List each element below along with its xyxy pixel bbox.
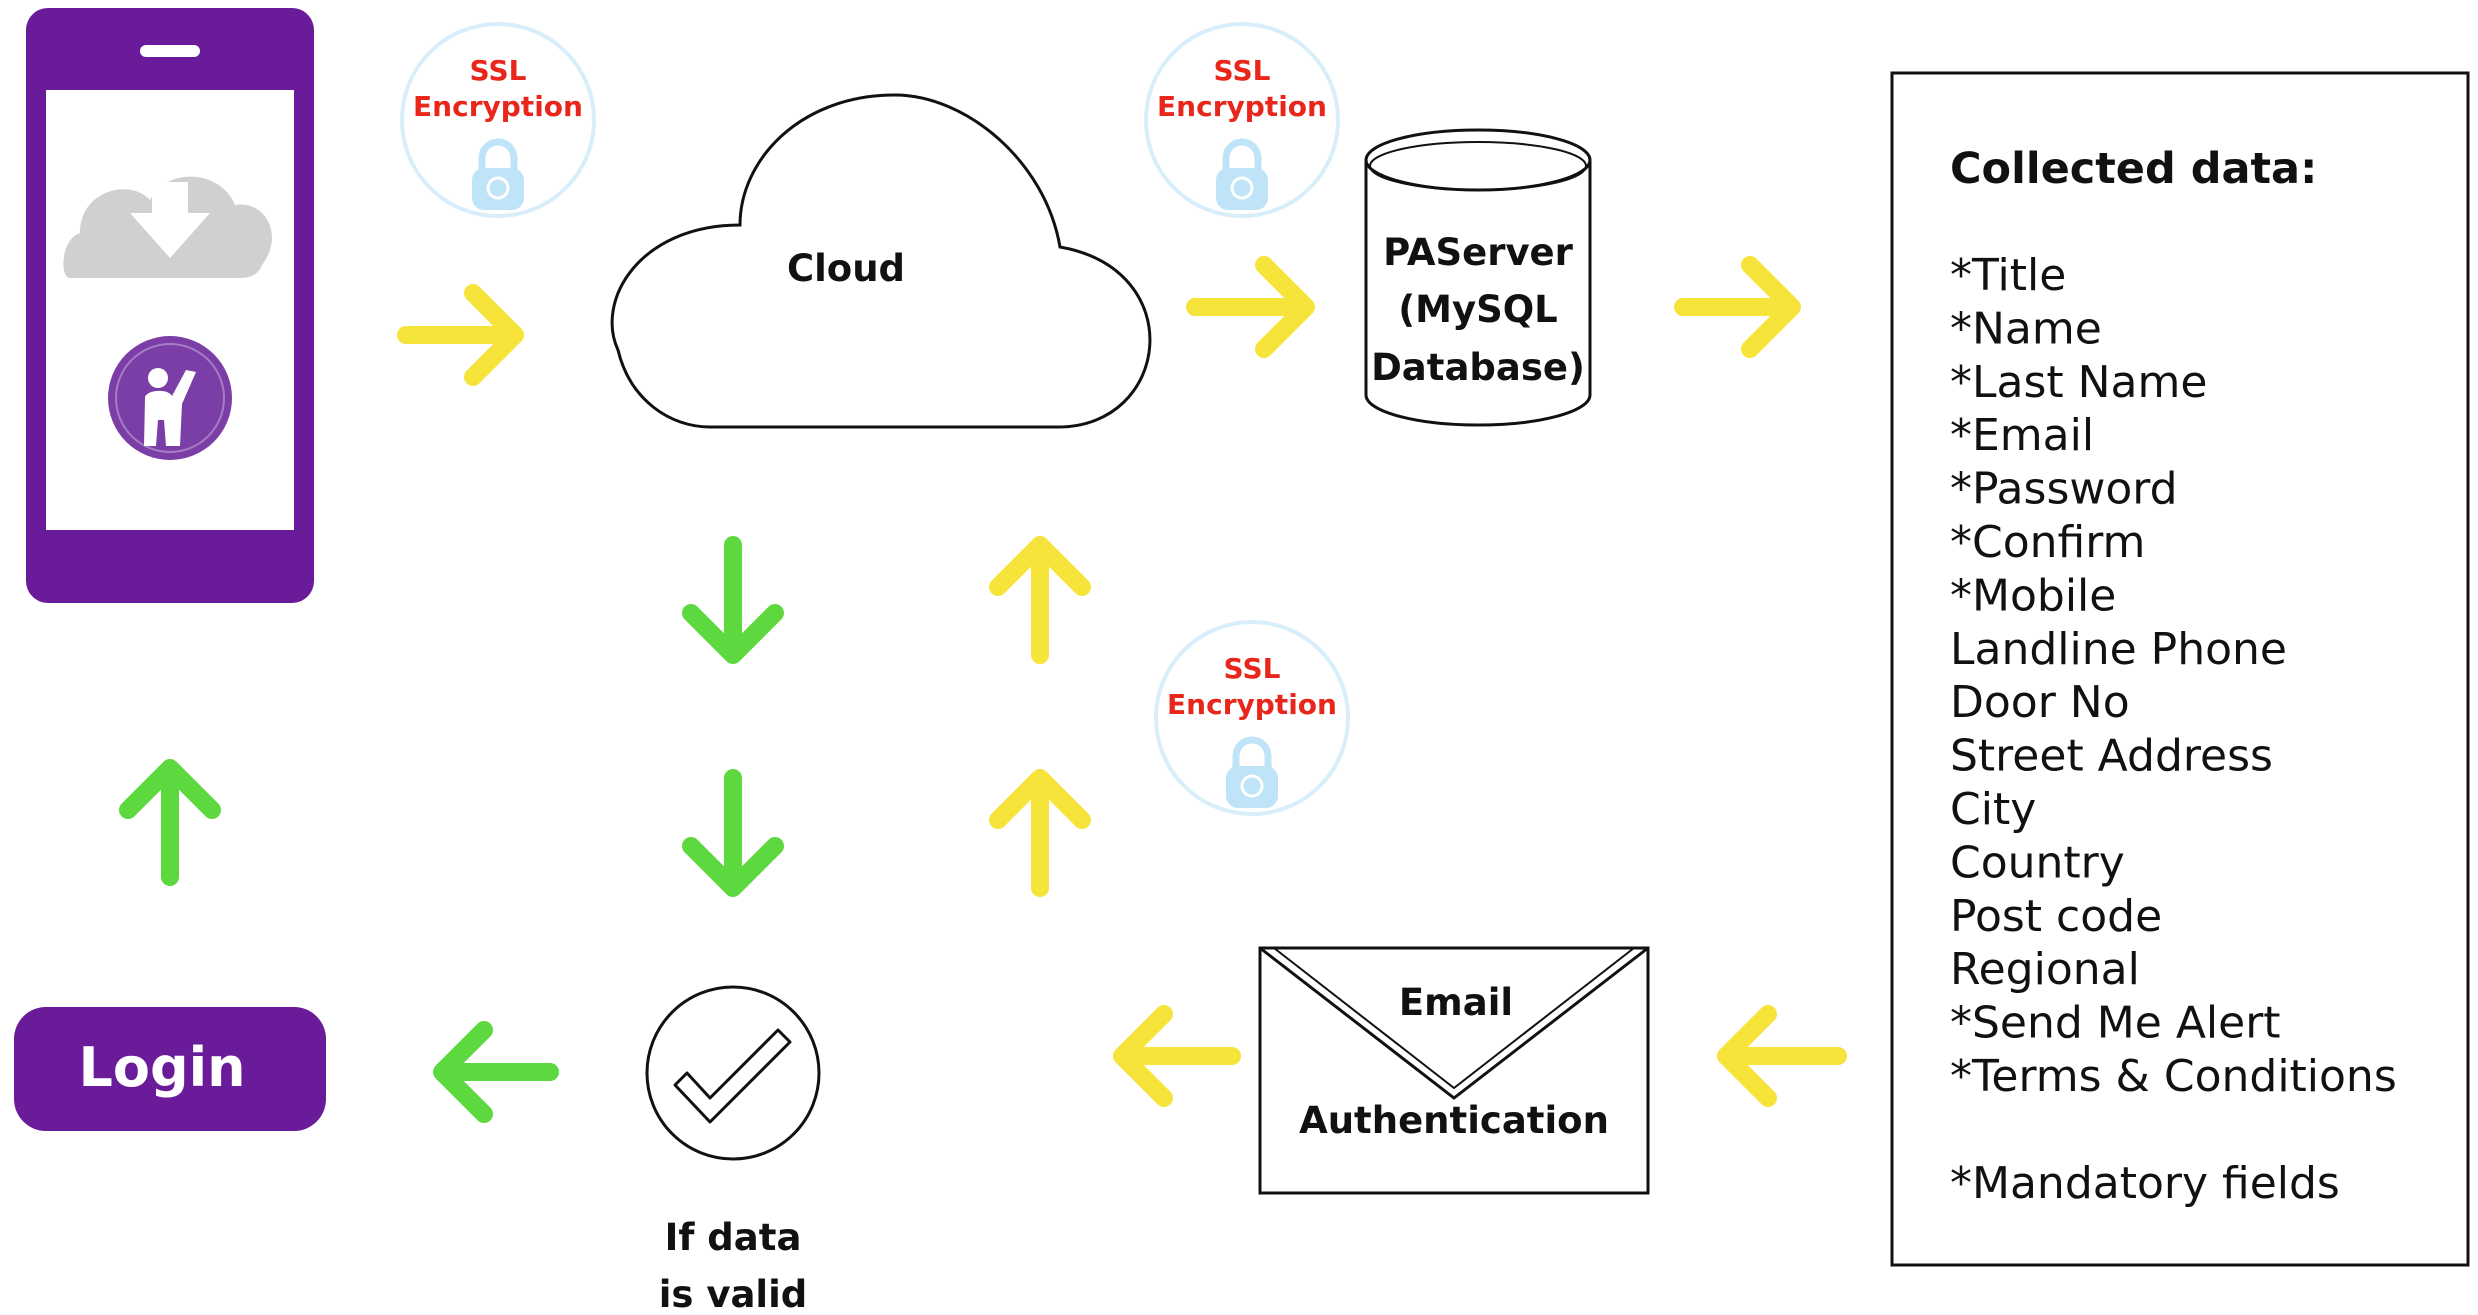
email-label: Email — [1399, 981, 1513, 1024]
collected-data-panel: Collected data: *Title*Name*Last Name*Em… — [1890, 71, 2470, 1267]
mobile-phone — [26, 8, 314, 603]
collected-field: *Terms & Conditions — [1950, 1051, 2397, 1102]
mandatory-footnote: *Mandatory fields — [1950, 1158, 2340, 1209]
cloud-download-icon — [63, 176, 272, 278]
arrow-up-to-cloud-1 — [989, 536, 1091, 664]
collected-field: Country — [1950, 837, 2125, 888]
encryption-label: Encryption — [1167, 688, 1337, 721]
collected-field: Landline Phone — [1950, 624, 2287, 675]
arrow-server-to-data — [1674, 256, 1801, 358]
valid-label-2: is valid — [659, 1273, 808, 1315]
cloud-label: Cloud — [787, 247, 905, 290]
collected-field: City — [1950, 784, 2036, 835]
arrow-login-to-phone — [119, 759, 221, 886]
arrow-email-to-check — [1113, 1005, 1241, 1107]
collected-data-title: Collected data: — [1950, 144, 2317, 194]
checkmark-icon — [673, 1028, 792, 1124]
collected-field: *Password — [1950, 464, 2178, 515]
collected-field: *Name — [1950, 303, 2102, 354]
collected-field: *Confirm — [1950, 517, 2145, 568]
encryption-label: Encryption — [413, 90, 583, 123]
database-cylinder-icon: PAServer (MySQL Database) — [1364, 128, 1592, 427]
authentication-label: Authentication — [1299, 1099, 1609, 1142]
collected-field: Street Address — [1950, 731, 2273, 782]
arrow-check-to-login — [433, 1021, 559, 1123]
valid-label-1: If data — [665, 1216, 802, 1259]
arrow-cloud-down-2 — [682, 769, 784, 897]
collected-field: Post code — [1950, 891, 2162, 942]
envelope-icon: Email Authentication — [1258, 946, 1650, 1195]
collected-field: *Send Me Alert — [1950, 998, 2281, 1049]
ssl-badge-2: SSL Encryption — [1144, 22, 1340, 218]
arrow-up-to-cloud-2 — [989, 769, 1091, 897]
ssl-label: SSL — [470, 54, 527, 87]
encryption-label: Encryption — [1157, 90, 1327, 123]
ssl-badge-3: SSL Encryption — [1154, 620, 1350, 816]
arrow-phone-to-cloud — [397, 284, 524, 386]
collected-field: Regional — [1950, 944, 2140, 995]
login-label: Login — [78, 1036, 245, 1099]
collected-field: *Email — [1950, 410, 2094, 461]
arrow-data-to-email — [1717, 1005, 1847, 1107]
collected-field: *Last Name — [1950, 357, 2207, 408]
ssl-badge-1: SSL Encryption — [400, 22, 596, 218]
validation-check: If data is valid — [645, 985, 821, 1315]
phone-screen — [46, 90, 294, 530]
ssl-label: SSL — [1224, 652, 1281, 685]
collected-field: Door No — [1950, 677, 2130, 728]
arrow-cloud-down-1 — [682, 536, 784, 664]
cloud-shape: Cloud — [610, 93, 1152, 429]
collected-field: *Mobile — [1950, 570, 2116, 621]
server-label-2: (MySQL — [1398, 288, 1558, 331]
server-label-3: Database) — [1371, 346, 1585, 389]
arrow-cloud-to-server — [1186, 256, 1315, 358]
raised-hand-person-icon[interactable] — [108, 336, 232, 460]
phone-speaker — [140, 45, 200, 57]
ssl-label: SSL — [1214, 54, 1271, 87]
collected-field: *Title — [1950, 250, 2066, 301]
login-button[interactable]: Login — [14, 1007, 326, 1131]
server-label-1: PAServer — [1383, 231, 1574, 274]
collected-fields-list: *Title*Name*Last Name*Email*Password*Con… — [1950, 250, 2397, 1102]
